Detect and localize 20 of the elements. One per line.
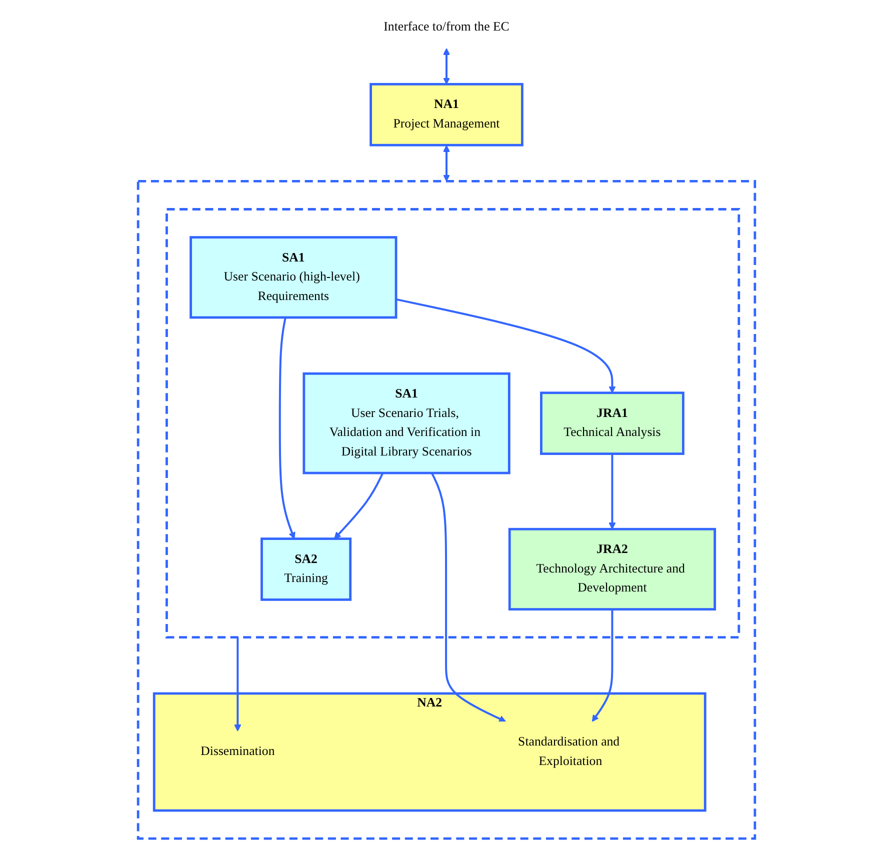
- arrow: [442, 145, 450, 182]
- arrow: [278, 317, 296, 540]
- arrow: [608, 454, 616, 530]
- node-text: Interface to/from the EC: [384, 20, 510, 34]
- arrow: [592, 609, 614, 722]
- cluster: [166, 208, 740, 639]
- node-box: NA1 Project Management: [370, 82, 524, 146]
- arrow: [234, 637, 242, 732]
- node-box: SA1 User Scenario Trials, Validation and Verification in Digital Library Scenarios: [302, 372, 510, 474]
- arrow: [334, 472, 384, 540]
- node-text: Dissemination: [200, 744, 275, 758]
- arrow: [430, 472, 506, 722]
- node-box: SA1 User Scenario (high-level) Requirements: [190, 236, 398, 319]
- node-box: JRA2 Technology Architecture and Development: [508, 528, 716, 610]
- node-box: SA2 Training: [260, 538, 352, 601]
- arrow: [396, 298, 616, 394]
- arrow: [442, 48, 450, 84]
- cluster: [136, 180, 756, 840]
- node-text: Standardisation and Exploitation: [518, 735, 620, 768]
- node-box: JRA1 Technical Analysis: [540, 392, 684, 455]
